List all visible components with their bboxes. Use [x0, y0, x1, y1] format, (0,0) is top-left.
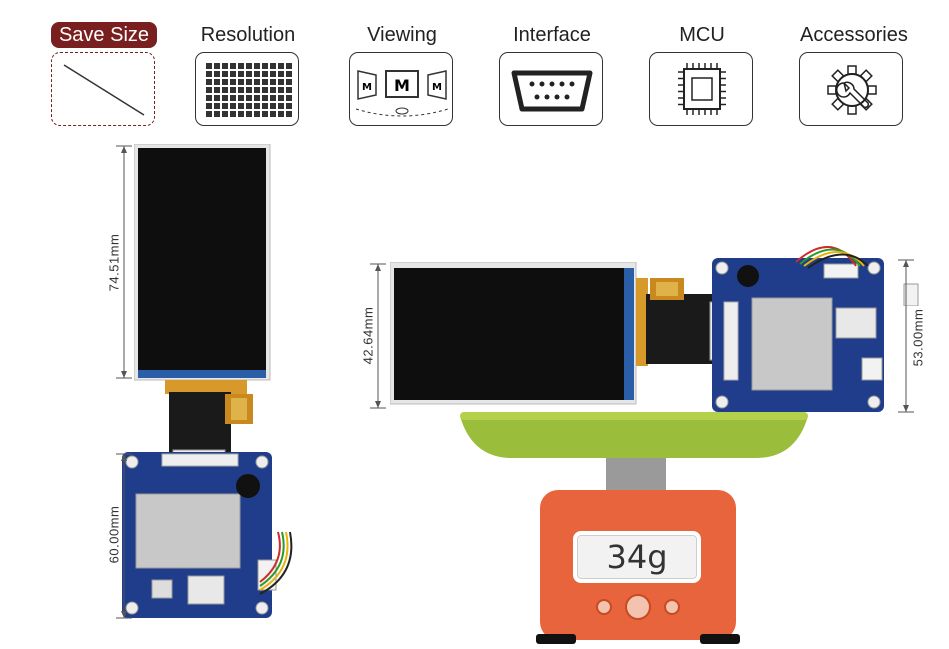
tab-label: Save Size	[50, 22, 158, 48]
tab-label: Resolution	[200, 24, 296, 46]
weighing-scale	[460, 412, 808, 644]
dimension-line-board-side	[898, 259, 914, 413]
diagonal-line-icon	[51, 52, 155, 126]
tab-mcu[interactable]: MCU	[642, 22, 762, 126]
dimension-line-landscape	[370, 263, 386, 409]
tab-label: MCU	[679, 24, 725, 46]
pcb-board-portrait	[122, 452, 277, 618]
lcd-portrait	[134, 144, 271, 381]
tab-interface[interactable]: Interface	[492, 22, 612, 126]
pcb-board-landscape	[712, 258, 884, 412]
board-height-label: 60.00mm	[106, 505, 122, 564]
tab-label: Viewing Angle	[367, 24, 437, 72]
scale-weight-readout: 34g	[573, 531, 701, 583]
pixel-grid-icon	[195, 52, 299, 126]
lcd-landscape	[390, 262, 637, 405]
viewing-angle-icon: M M M	[349, 52, 453, 126]
viewing-angle-glyph: M	[432, 82, 442, 93]
viewing-angle-glyph: M	[362, 82, 372, 93]
viewing-angle-glyph: M	[394, 76, 410, 95]
tab-accessories[interactable]: Accessories	[792, 22, 912, 126]
tab-label: Accessories	[800, 24, 908, 46]
tab-resolution[interactable]: Resolution	[188, 22, 308, 126]
dimension-line-board	[116, 453, 132, 619]
board-side-height-label: 53.00mm	[910, 308, 926, 367]
tab-viewing-angle[interactable]: Viewing Angle M M M	[342, 22, 462, 126]
portrait-height-label: 74.51mm	[106, 233, 122, 292]
tab-save-size[interactable]: Save Size	[44, 22, 164, 126]
wire-harness-portrait	[259, 531, 293, 595]
serial-port-icon	[499, 52, 603, 126]
gear-wrench-icon	[799, 52, 903, 126]
dimension-line-portrait	[116, 145, 132, 379]
flex-cable-portrait	[165, 380, 253, 459]
tab-label: Interface	[513, 24, 591, 46]
chip-icon	[649, 52, 753, 126]
wire-harness-landscape	[795, 245, 919, 306]
landscape-height-label: 42.64mm	[360, 306, 376, 365]
